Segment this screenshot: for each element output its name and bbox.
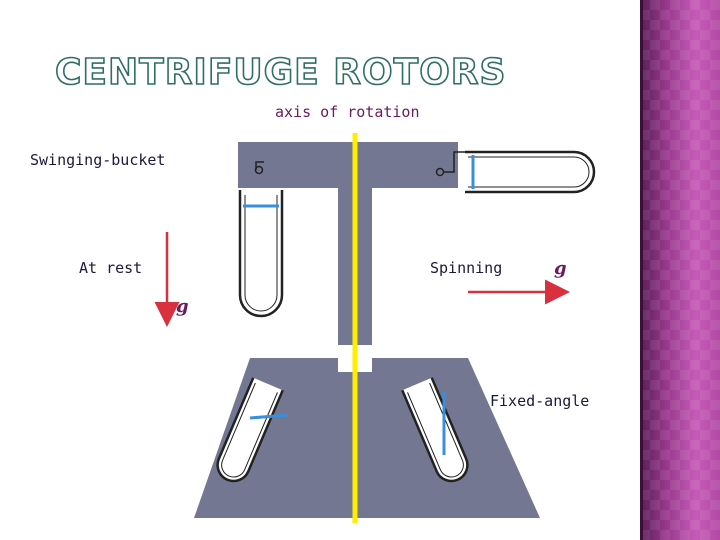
swinging-bucket-label: Swinging-bucket bbox=[30, 151, 166, 169]
sidebar-edge bbox=[640, 0, 643, 540]
hinge-right bbox=[435, 151, 465, 177]
g-label-spin: g bbox=[554, 258, 567, 279]
fixed-angle-label: Fixed-angle bbox=[490, 392, 590, 410]
fixed-tube-left bbox=[216, 377, 289, 483]
tube-at-rest bbox=[238, 190, 284, 318]
g-label-rest: g bbox=[176, 296, 189, 317]
hinge-left bbox=[254, 161, 264, 175]
at-rest-label: At rest bbox=[79, 259, 143, 277]
centrifuge-diagram bbox=[154, 133, 596, 523]
decorative-sidebar bbox=[640, 0, 720, 540]
axis-of-rotation-label: axis of rotation bbox=[275, 103, 420, 121]
slide-title: CENTRIFUGE ROTORS bbox=[54, 51, 507, 94]
spinning-label: Spinning bbox=[430, 259, 503, 277]
tube-spinning bbox=[465, 150, 596, 194]
liquid-level-fixed-left bbox=[249, 413, 289, 420]
fixed-tube-right bbox=[401, 377, 469, 483]
swinging-bucket-rotor bbox=[238, 142, 458, 345]
